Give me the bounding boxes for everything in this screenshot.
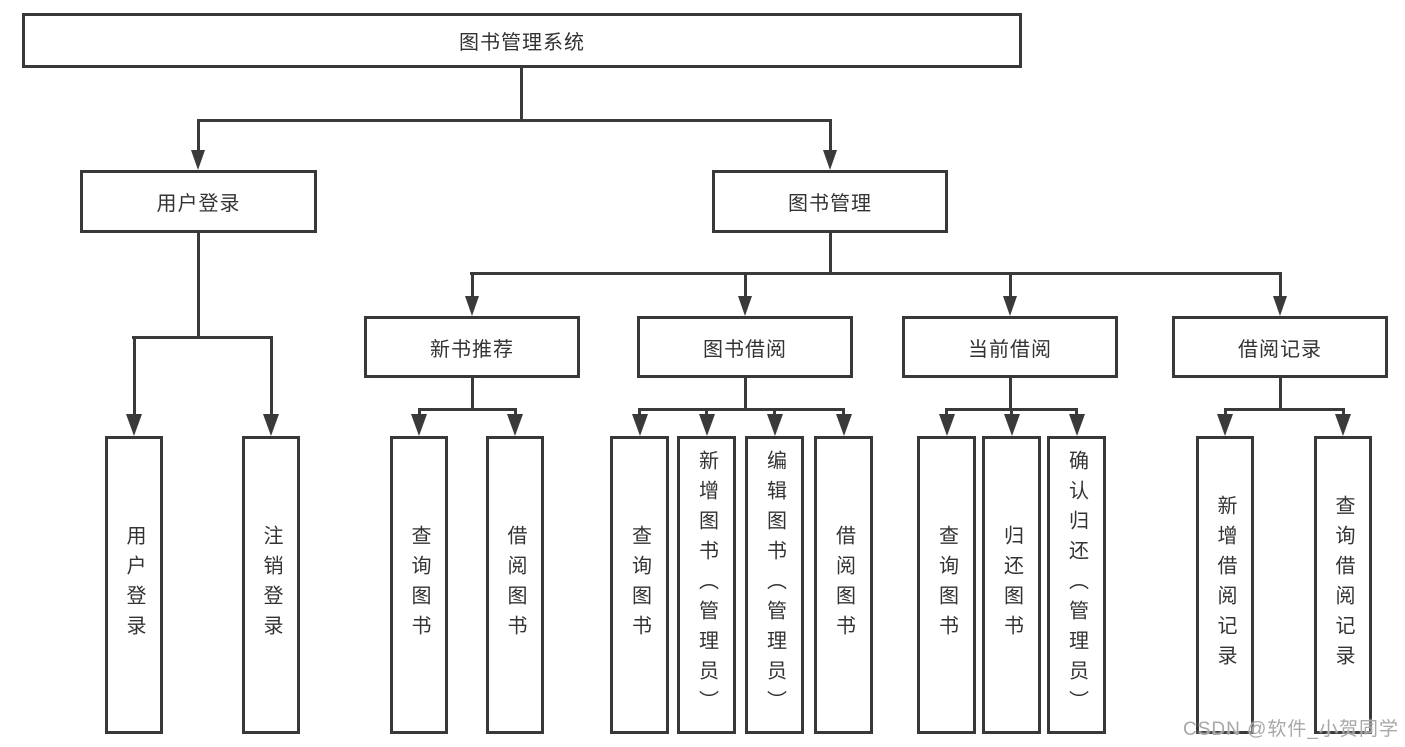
arrow-down-icon xyxy=(1004,414,1020,436)
leaf-borrow-books-recommend: 借阅图书 xyxy=(486,436,544,734)
arrow-down-icon xyxy=(939,414,955,436)
node-current-borrow-label: 当前借阅 xyxy=(968,338,1052,361)
leaf-return-book: 归还图书 xyxy=(982,436,1041,734)
node-user-login-label: 用户登录 xyxy=(156,193,241,215)
leaf-add-book-admin-label: 新增图书（管理员） xyxy=(695,450,718,720)
leaf-add-borrow-record: 新增借阅记录 xyxy=(1196,436,1254,734)
node-book-borrow-label: 图书借阅 xyxy=(703,338,787,361)
leaf-query-books-borrow: 查询图书 xyxy=(610,436,669,734)
arrow-down-icon xyxy=(738,296,752,316)
connector-l3-shaft-2 xyxy=(744,272,747,298)
connector-l3-shaft-3 xyxy=(1009,272,1012,298)
leaf-query-borrow-record: 查询借阅记录 xyxy=(1314,436,1372,734)
leaf-query-books-recommend: 查询图书 xyxy=(390,436,448,734)
connector-g5-vline xyxy=(1279,378,1282,411)
connector-g3-vline xyxy=(744,378,747,411)
leaf-query-borrow-record-label: 查询借阅记录 xyxy=(1332,495,1354,675)
connector-g4-shaft-3 xyxy=(1075,408,1078,418)
connector-g3-shaft-3 xyxy=(773,408,776,418)
leaf-confirm-return-admin: 确认归还（管理员） xyxy=(1047,436,1106,734)
arrow-down-icon xyxy=(836,414,852,436)
connector-g2-vline xyxy=(471,378,474,411)
node-borrow-records: 借阅记录 xyxy=(1172,316,1388,378)
arrow-down-icon xyxy=(699,414,715,436)
arrow-down-icon xyxy=(1069,414,1085,436)
arrow-down-icon xyxy=(767,414,783,436)
connector-book-mgmt-shaft xyxy=(829,119,832,152)
connector-root-vline xyxy=(520,68,523,122)
leaf-borrow-books-label: 借阅图书 xyxy=(832,525,855,645)
leaf-edit-book-admin: 编辑图书（管理员） xyxy=(745,436,804,734)
connector-g2-shaft-1 xyxy=(418,408,421,418)
leaf-confirm-return-admin-label: 确认归还（管理员） xyxy=(1065,450,1088,720)
connector-g5-hline xyxy=(1224,408,1345,411)
leaf-edit-book-admin-label: 编辑图书（管理员） xyxy=(763,450,786,720)
connector-l3-vline xyxy=(829,233,832,275)
connector-g3-hline xyxy=(638,408,845,411)
connector-l3-hline xyxy=(470,272,1282,275)
node-book-borrow: 图书借阅 xyxy=(637,316,853,378)
connector-g5-shaft-1 xyxy=(1224,408,1227,418)
leaf-add-book-admin: 新增图书（管理员） xyxy=(677,436,736,734)
leaf-borrow-books: 借阅图书 xyxy=(814,436,873,734)
arrow-down-icon xyxy=(191,150,205,170)
arrow-down-icon xyxy=(632,414,648,436)
arrow-down-icon xyxy=(263,414,279,436)
arrow-down-icon xyxy=(465,296,479,316)
connector-g4-shaft-1 xyxy=(945,408,948,418)
arrow-down-icon xyxy=(507,414,523,436)
connector-g4-shaft-2 xyxy=(1010,408,1013,418)
leaf-return-book-label: 归还图书 xyxy=(1000,525,1023,645)
connector-g1-shaft-1 xyxy=(133,336,136,416)
connector-g4-vline xyxy=(1009,378,1012,411)
node-new-book-recommend-label: 新书推荐 xyxy=(430,338,514,361)
watermark: CSDN @软件_小贺同学 xyxy=(1183,719,1399,740)
node-book-management: 图书管理 xyxy=(712,170,948,233)
connector-g5-shaft-2 xyxy=(1342,408,1345,418)
leaf-logout: 注销登录 xyxy=(242,436,300,734)
node-user-login: 用户登录 xyxy=(80,170,317,233)
node-new-book-recommend: 新书推荐 xyxy=(364,316,580,378)
connector-root-hline xyxy=(197,119,831,122)
leaf-query-books-current: 查询图书 xyxy=(917,436,976,734)
leaf-query-books-current-label: 查询图书 xyxy=(935,525,958,645)
node-root: 图书管理系统 xyxy=(22,13,1022,68)
arrow-down-icon xyxy=(823,150,837,170)
connector-user-login-shaft xyxy=(197,119,200,152)
node-current-borrow: 当前借阅 xyxy=(902,316,1118,378)
node-borrow-records-label: 借阅记录 xyxy=(1238,338,1322,361)
connector-g2-shaft-2 xyxy=(514,408,517,418)
connector-g3-shaft-2 xyxy=(705,408,708,418)
connector-l3-shaft-1 xyxy=(471,272,474,298)
node-book-management-label: 图书管理 xyxy=(788,193,872,215)
connector-g2-hline xyxy=(418,408,516,411)
leaf-query-books-recommend-label: 查询图书 xyxy=(408,525,430,645)
leaf-user-login-label: 用户登录 xyxy=(123,525,145,645)
connector-g3-shaft-4 xyxy=(842,408,845,418)
arrow-down-icon xyxy=(1217,414,1233,436)
connector-g1-vline xyxy=(197,233,200,339)
connector-g1-hline xyxy=(132,336,272,339)
connector-l3-shaft-4 xyxy=(1279,272,1282,298)
leaf-query-books-borrow-label: 查询图书 xyxy=(628,525,651,645)
leaf-logout-label: 注销登录 xyxy=(260,525,282,645)
arrow-down-icon xyxy=(1273,296,1287,316)
leaf-user-login: 用户登录 xyxy=(105,436,163,734)
arrow-down-icon xyxy=(126,414,142,436)
leaf-add-borrow-record-label: 新增借阅记录 xyxy=(1214,495,1236,675)
leaf-borrow-books-recommend-label: 借阅图书 xyxy=(504,525,526,645)
connector-g3-shaft-1 xyxy=(638,408,641,418)
connector-g1-shaft-2 xyxy=(270,336,273,416)
arrow-down-icon xyxy=(411,414,427,436)
node-root-label: 图书管理系统 xyxy=(459,32,585,54)
arrow-down-icon xyxy=(1335,414,1351,436)
arrow-down-icon xyxy=(1003,296,1017,316)
